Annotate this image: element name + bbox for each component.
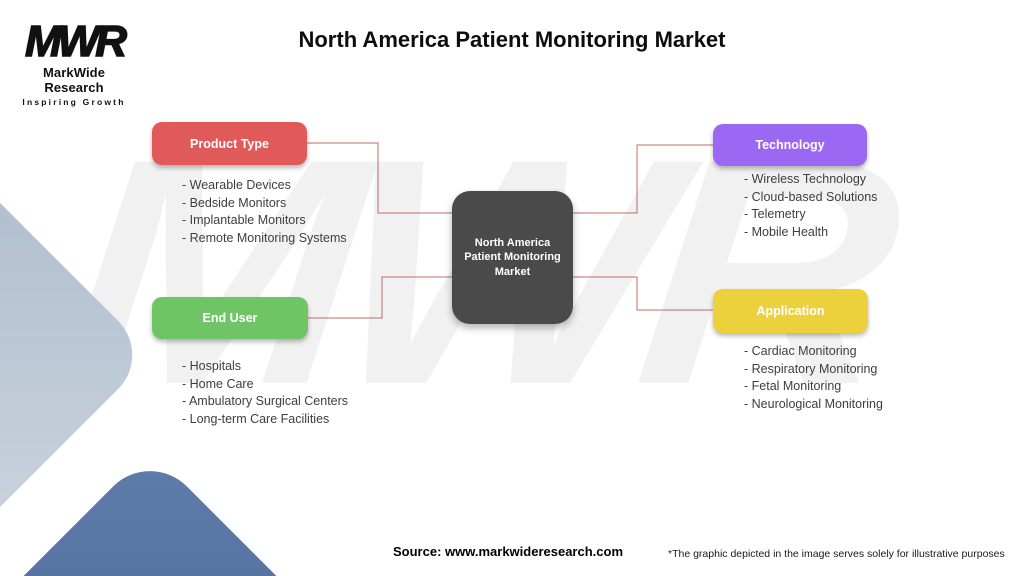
list-item: - Ambulatory Surgical Centers [182,394,349,408]
list-item: - Telemetry [744,207,806,221]
list-item: - Mobile Health [744,224,829,239]
list-item: - Cloud-based Solutions [744,189,878,204]
list-item: - Home Care [182,376,254,391]
segment-label: Product Type [190,136,269,151]
list-item: - Implantable Monitors [182,213,306,227]
segment-box-product-type: Product Type [152,122,307,165]
segment-list-technology: - Wireless Technology - Cloud-based Solut… [744,171,877,241]
list-item: - Remote Monitoring Systems [182,230,347,245]
center-node: North America Patient Monitoring Market [452,191,573,324]
connector-application [573,276,713,311]
list-item: - Bedside Monitors [182,195,287,210]
list-item: - Long-term Care Facilities [182,411,330,426]
footer-disclaimer: *The graphic depicted in the image serve… [668,548,1005,560]
connector-product-type [307,142,452,214]
list-item: - Fetal Monitoring [744,379,842,393]
segment-box-technology: Technology [713,124,867,166]
connector-technology [573,144,713,214]
segment-label: Application [756,304,825,318]
list-item: - Respiratory Monitoring [744,361,878,376]
logo-brand-name: MarkWide Research [42,65,106,95]
footer-source: Source: www.markwideresearch.com [393,544,624,559]
segment-list-application: - Cardiac Monitoring - Respiratory Monito… [744,343,883,413]
logo-tagline: Inspiring Growth [22,97,126,107]
connector-end-user [308,276,452,319]
segment-label: Technology [755,138,825,152]
segment-list-end-user: - Hospitals - Home Care - Ambulatory Surgi… [182,358,348,428]
list-item: - Hospitals [182,359,242,373]
segment-box-end-user: End User [152,297,308,339]
center-node-label: North America Patient Monitoring Market [464,236,561,278]
list-item: - Cardiac Monitoring [744,344,857,358]
segment-box-application: Application [713,289,868,333]
list-item: - Wearable Devices [182,178,291,192]
logo-mwr-mark: MWR [24,17,127,66]
segment-label: End User [202,311,258,325]
list-item: - Neurological Monitoring [744,396,883,411]
list-item: - Wireless Technology [744,172,867,186]
brand-logo: MWR MarkWide Research Inspiring Growth [16,17,132,107]
page-title: North America Patient Monitoring Market [298,27,726,52]
segment-list-product-type: - Wearable Devices - Bedside Monitors - Im… [182,177,347,247]
